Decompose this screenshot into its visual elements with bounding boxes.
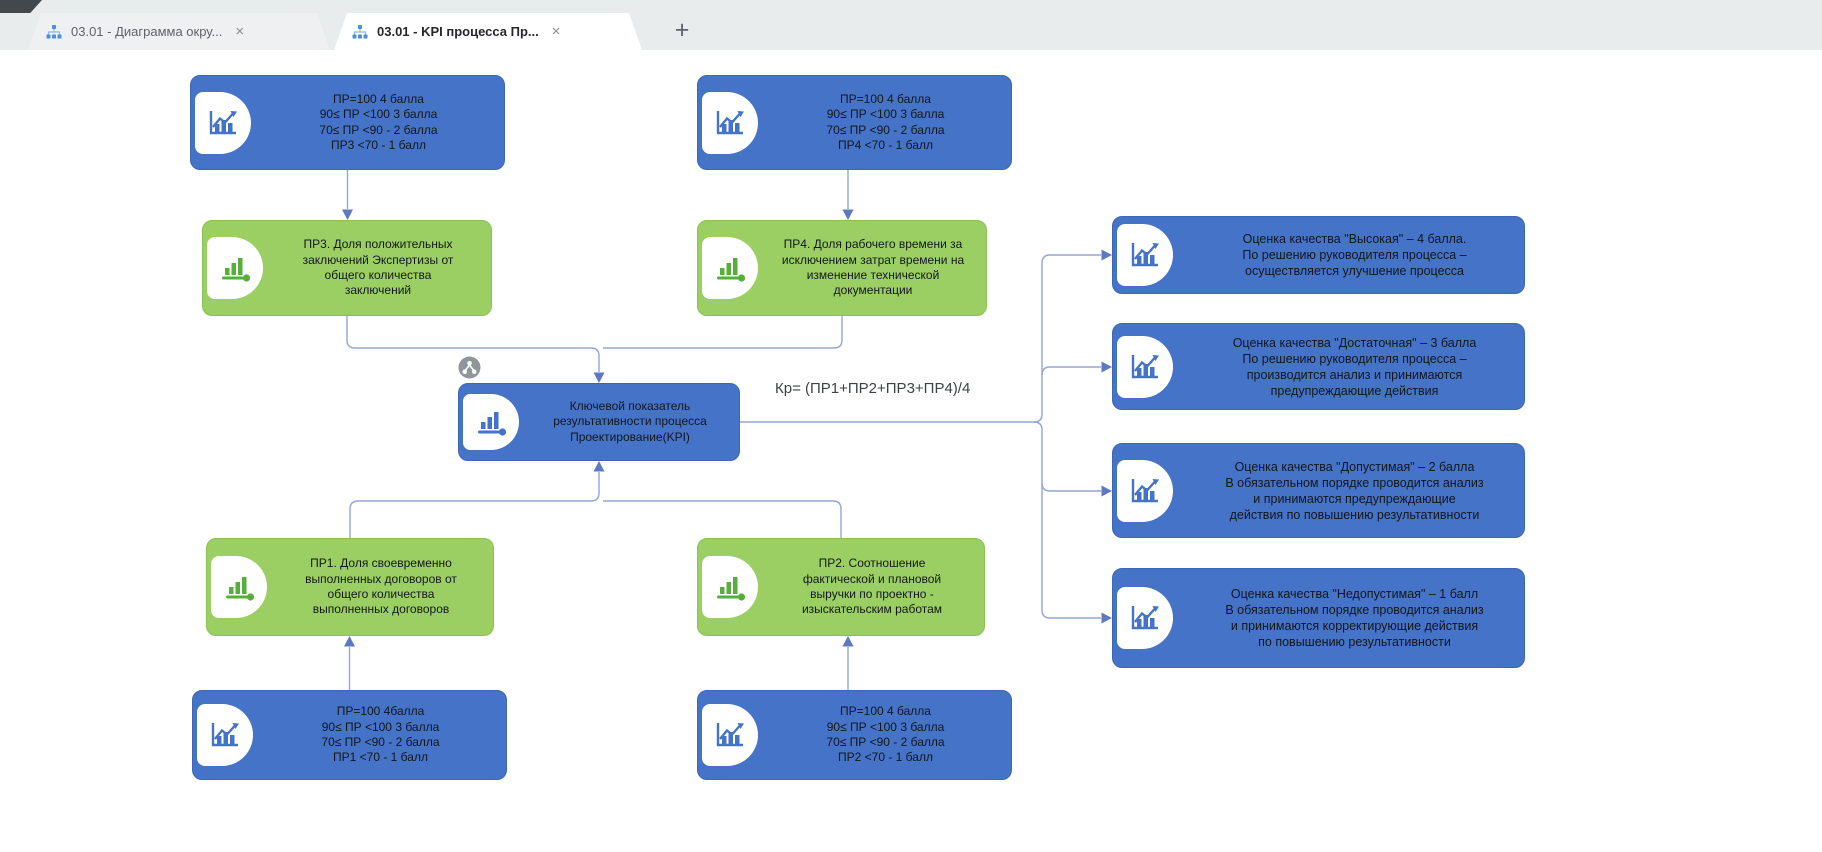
bar-chart-icon [463,394,519,450]
node-quality-acceptable[interactable]: Оценка качества "Допустимая" – 2 балла В… [1112,443,1525,538]
node-text: Ключевой показатель результативности про… [553,398,707,444]
close-icon[interactable]: × [235,23,245,40]
new-tab-button[interactable]: + [674,16,690,44]
tab-label: 03.01 - KPI процесса Пр... [377,24,539,39]
node-score-pr3[interactable]: ПР=100 4 балла 90≤ ПР <100 3 балла 70≤ П… [190,75,505,170]
bar-chart-icon [702,237,758,299]
node-score-pr4[interactable]: ПР=100 4 балла 90≤ ПР <100 3 балла 70≤ П… [697,75,1012,170]
tab-label: 03.01 - Диаграмма окру... [71,24,223,39]
line-chart-icon [195,91,251,154]
node-pr3[interactable]: ПР3. Доля положительных заключений Экспе… [202,220,492,316]
sitemap-icon [46,25,62,39]
bar-chart-icon [211,556,267,618]
node-text: ПР=100 4балла 90≤ ПР <100 3 балла 70≤ ПР… [321,704,440,765]
node-quality-unacceptable[interactable]: Оценка качества "Недопустимая" – 1 балл … [1112,568,1525,668]
formula-label[interactable]: Кр= (ПР1+ПР2+ПР3+ПР4)/4 [775,380,971,397]
window-corner [0,0,42,13]
tab-bar: 03.01 - Диаграмма окру... × 03.01 - KPI … [0,0,1822,50]
node-pr2[interactable]: ПР2. Соотношение фактической и плановой … [697,538,985,636]
line-chart-icon [1117,224,1173,286]
node-text: ПР2. Соотношение фактической и плановой … [801,556,943,617]
line-chart-icon [702,704,758,766]
node-kpi[interactable]: Ключевой показатель результативности про… [458,383,740,461]
line-chart-icon [702,91,758,154]
node-pr4[interactable]: ПР4. Доля рабочего времени за исключение… [697,220,987,316]
line-chart-icon [1117,459,1173,522]
node-text: Оценка качества "Высокая" – 4 балла. По … [1242,232,1467,278]
node-text: ПР=100 4 балла 90≤ ПР <100 3 балла 70≤ П… [826,704,945,765]
node-quality-high[interactable]: Оценка качества "Высокая" – 4 балла. По … [1112,216,1525,294]
node-text: ПР=100 4 балла 90≤ ПР <100 3 балла 70≤ П… [826,91,945,152]
node-score-pr1[interactable]: ПР=100 4балла 90≤ ПР <100 3 балла 70≤ ПР… [192,690,507,780]
line-chart-icon [1117,335,1173,398]
sitemap-icon [352,25,368,39]
tab-kpi-process[interactable]: 03.01 - KPI процесса Пр... × [334,13,642,50]
node-text: ПР1. Доля своевременно выполненных догов… [305,556,457,617]
hierarchy-badge-icon[interactable] [458,356,481,379]
node-text: Оценка качества "Допустимая" – 2 балла В… [1225,459,1484,522]
bar-chart-icon [207,237,263,299]
node-quality-sufficient[interactable]: Оценка качества "Достаточная" – 3 балла … [1112,323,1525,410]
node-text: ПР4. Доля рабочего времени за исключение… [781,237,965,298]
node-text: Оценка качества "Недопустимая" – 1 балл … [1225,587,1484,649]
node-score-pr2[interactable]: ПР=100 4 балла 90≤ ПР <100 3 балла 70≤ П… [697,690,1012,780]
line-chart-icon [1117,587,1173,649]
node-pr1[interactable]: ПР1. Доля своевременно выполненных догов… [206,538,494,636]
bar-chart-icon [702,556,758,618]
node-text: Оценка качества "Достаточная" – 3 балла … [1232,335,1477,398]
node-text: ПР=100 4 балла 90≤ ПР <100 3 балла 70≤ П… [319,91,438,152]
tab-diagram-environment[interactable]: 03.01 - Диаграмма окру... × [28,13,330,50]
close-icon[interactable]: × [551,23,561,40]
node-text: ПР3. Доля положительных заключений Экспе… [302,237,454,298]
line-chart-icon [197,704,253,766]
